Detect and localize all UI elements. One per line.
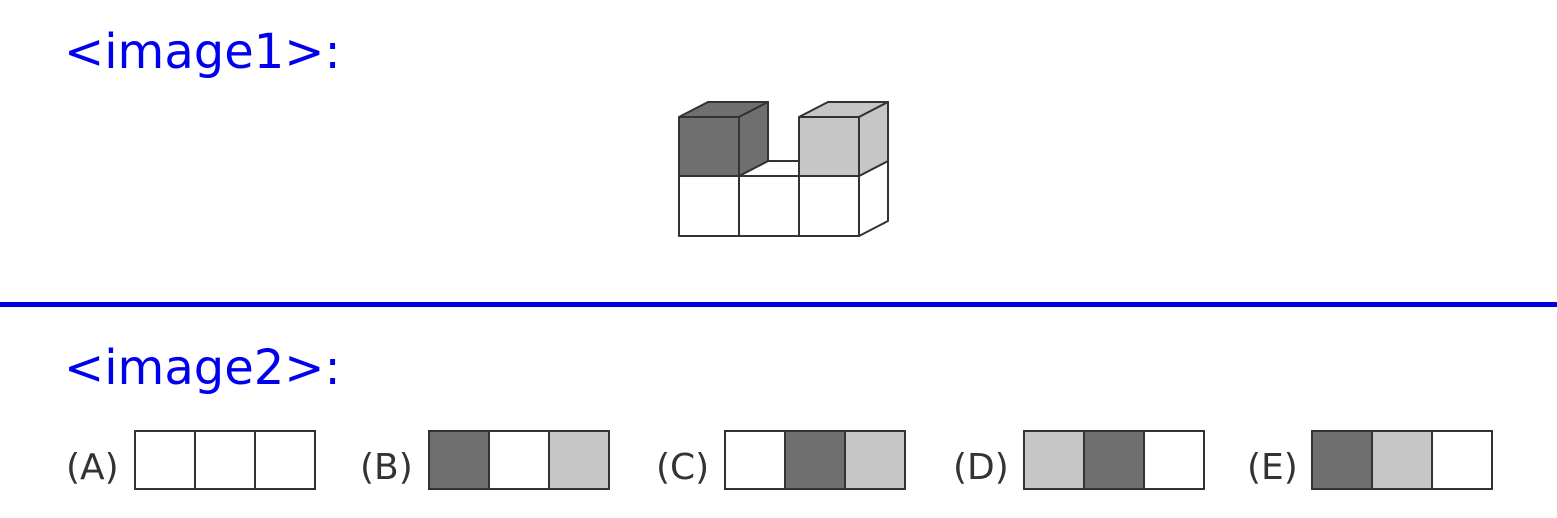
option-cube-strip [428, 430, 610, 490]
dark-cube-side [738, 101, 769, 177]
strip-cell-light [1025, 432, 1085, 488]
strip-cell-dark [786, 432, 846, 488]
option-label: (C) [656, 447, 710, 488]
strip-cell-white [256, 432, 314, 488]
strip-cell-dark [430, 432, 490, 488]
option-cube-strip [1023, 430, 1205, 490]
option-label: (A) [66, 447, 119, 488]
strip-cell-light [550, 432, 608, 488]
strip-cell-white [1433, 432, 1491, 488]
strip-cell-white [490, 432, 550, 488]
bottom-cube-front-1 [678, 175, 740, 237]
strip-cell-dark [1313, 432, 1373, 488]
option-label: (E) [1247, 447, 1298, 488]
strip-cell-dark [1085, 432, 1145, 488]
cube-structure-figure [678, 101, 889, 237]
strip-cell-light [1373, 432, 1433, 488]
bottom-cube-front-2 [738, 175, 800, 237]
section-divider [0, 302, 1557, 307]
strip-cell-white [136, 432, 196, 488]
light-cube-front [798, 116, 860, 177]
bottom-cube-front-3 [798, 175, 860, 237]
strip-cell-white [1145, 432, 1203, 488]
light-cube-side [858, 101, 889, 177]
image2-label: <image2>: [64, 340, 341, 396]
option-cube-strip [134, 430, 316, 490]
strip-cell-white [196, 432, 256, 488]
option-cube-strip [1311, 430, 1493, 490]
option-label: (D) [953, 447, 1009, 488]
strip-cell-white [726, 432, 786, 488]
option-cube-strip [724, 430, 906, 490]
option-label: (B) [360, 447, 413, 488]
strip-cell-light [846, 432, 904, 488]
dark-cube-front [678, 116, 740, 177]
image1-label: <image1>: [64, 24, 341, 80]
